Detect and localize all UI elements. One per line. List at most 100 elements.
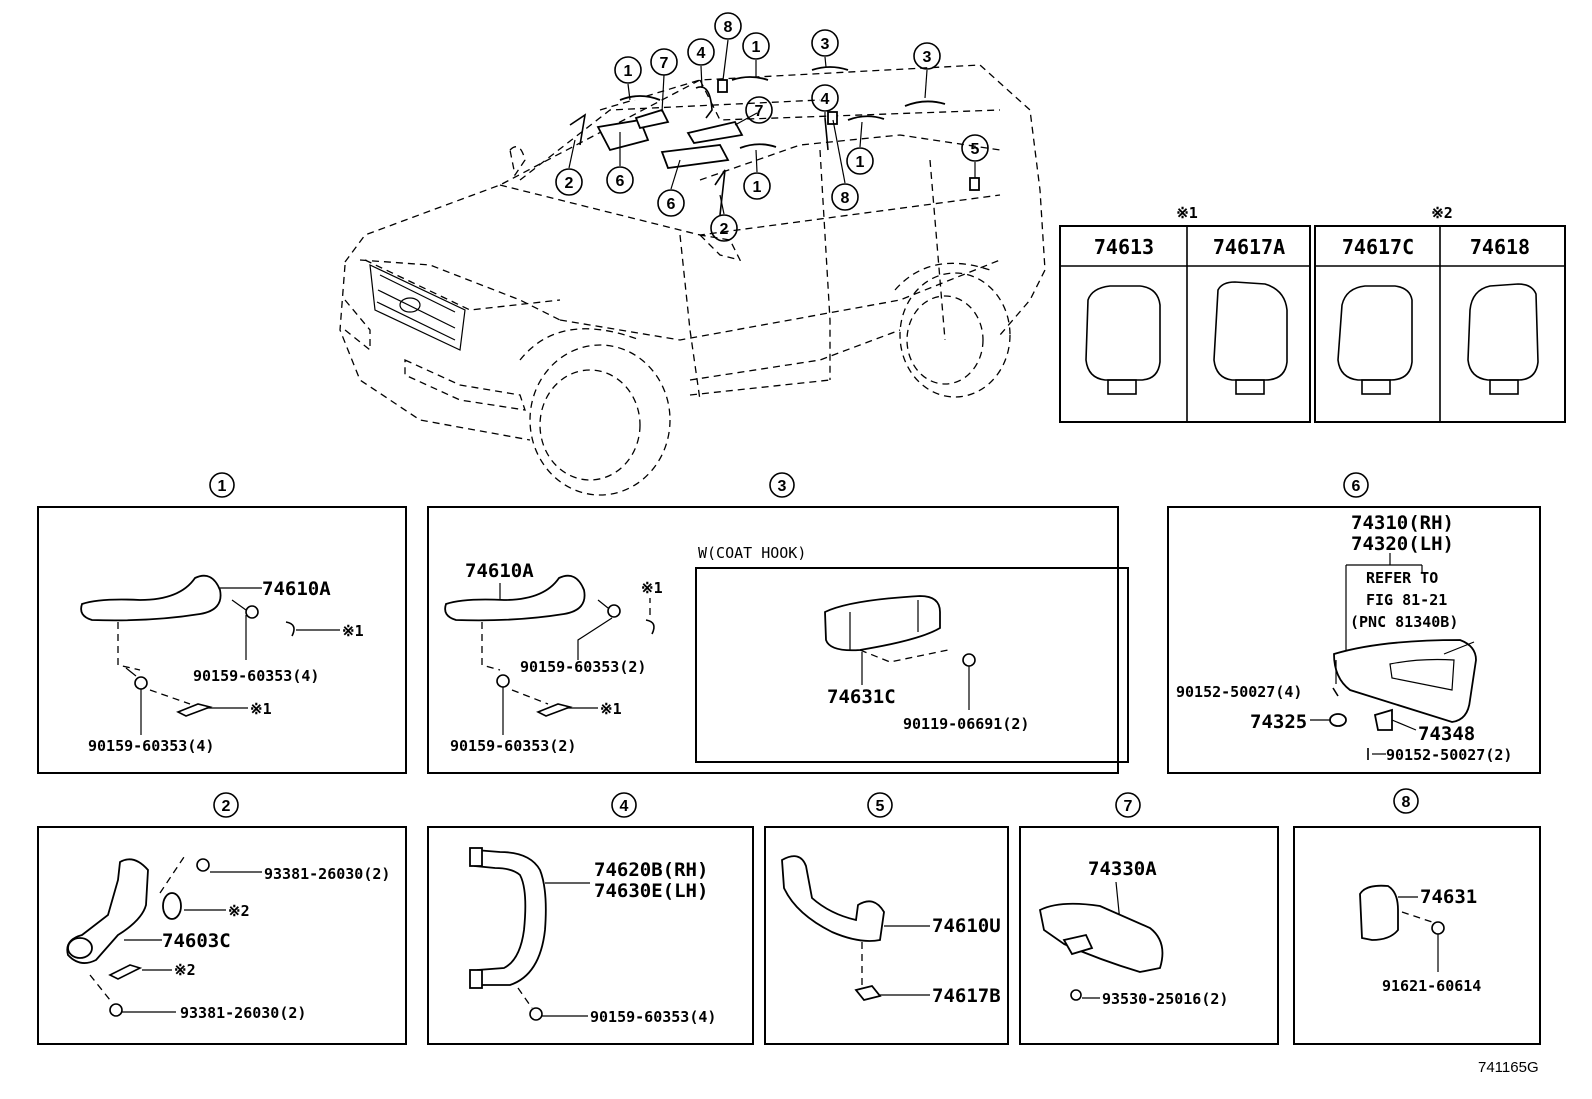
callout-2b: 2 xyxy=(710,214,738,242)
s6-refer-line1: REFER TO xyxy=(1366,569,1438,587)
s3-hook-screw-label: 90119-06691(2) xyxy=(903,715,1029,733)
callout-6a: 6 xyxy=(606,166,634,194)
section-1-number: 1 xyxy=(218,478,227,495)
section-3-number: 3 xyxy=(778,478,787,495)
callout-1d: 1 xyxy=(743,172,771,200)
room-lamp-shape xyxy=(1038,902,1164,973)
section-7-number: 7 xyxy=(1124,798,1133,815)
handle-shape xyxy=(781,855,885,942)
cap-table: ※1 ※2 74613 74617A 74617C 74618 xyxy=(1059,204,1566,423)
cap-74613-shape xyxy=(1085,285,1161,381)
callout-1b: 1 xyxy=(742,32,770,60)
section-6-number: 6 xyxy=(1352,478,1361,495)
cap-74617a-shape xyxy=(1213,281,1288,381)
section-7: 7 74330A 93530-25016(2) xyxy=(1019,792,1279,1045)
callout-3a: 3 xyxy=(811,29,839,57)
s1-cap-top-label: ※1 xyxy=(342,622,364,640)
s6-screw-left-label: 90152-50027(4) xyxy=(1176,683,1302,701)
s6-clip-label: 74325 xyxy=(1250,711,1307,733)
s4-grip-rh-label: 74620B(RH) xyxy=(594,859,708,881)
s3-coat-hook-title: W(COAT HOOK) xyxy=(698,544,806,562)
svg-text:6: 6 xyxy=(667,196,676,213)
callout-1c: 1 xyxy=(846,147,874,175)
svg-text:6: 6 xyxy=(616,173,625,190)
callout-7a: 7 xyxy=(650,48,678,76)
s5-cap-label: 74617B xyxy=(932,985,1001,1007)
s1-cap-bottom-label: ※1 xyxy=(250,700,272,718)
grip-shape xyxy=(474,849,547,986)
assist-grip-shape xyxy=(80,574,222,622)
s3-cap-bottom-label: ※1 xyxy=(600,700,622,718)
group1-mark: ※1 xyxy=(1176,204,1198,222)
hook-shape xyxy=(1359,884,1399,941)
s1-bolt-bottom-label: 90159-60353(4) xyxy=(88,737,214,755)
group2-mark: ※2 xyxy=(1431,204,1453,222)
section-1: 1 74610A 90159-60353(4) ※1 90159-60353(4… xyxy=(37,472,407,774)
s7-screw-label: 93530-25016(2) xyxy=(1102,990,1228,1008)
s2-cap-bottom-label: ※2 xyxy=(174,961,196,979)
section-2-number: 2 xyxy=(222,798,231,815)
vehicle-illustration xyxy=(339,39,1046,496)
cap-74617a-label: 74617A xyxy=(1213,235,1285,259)
svg-text:1: 1 xyxy=(624,63,633,80)
svg-text:1: 1 xyxy=(752,39,761,56)
section-4-number: 4 xyxy=(620,798,629,815)
section-8-number: 8 xyxy=(1402,794,1411,811)
s6-holder-label: 74348 xyxy=(1418,723,1475,745)
svg-text:5: 5 xyxy=(971,141,980,158)
section-4: 4 74620B(RH) 74630E(LH) 90159-60353(4) xyxy=(427,792,754,1045)
s4-grip-lh-label: 74630E(LH) xyxy=(594,880,708,902)
s2-screw-bottom-label: 93381-26030(2) xyxy=(180,1004,306,1022)
svg-text:7: 7 xyxy=(660,55,669,72)
svg-text:4: 4 xyxy=(697,45,706,62)
s5-handle-label: 74610U xyxy=(932,915,1001,937)
svg-text:2: 2 xyxy=(720,221,729,238)
s3-handle-label: 74610A xyxy=(465,560,534,582)
section-8: 8 74631 91621-60614 xyxy=(1293,788,1541,1045)
svg-text:1: 1 xyxy=(753,179,762,196)
coat-hook-shape xyxy=(824,595,941,652)
callout-7b: 7 xyxy=(745,96,773,124)
s3-cap-top-label: ※1 xyxy=(641,579,663,597)
s4-bolt-label: 90159-60353(4) xyxy=(590,1008,716,1026)
assist-grip-shape xyxy=(444,574,586,622)
cap-74618-shape xyxy=(1467,283,1539,381)
callout-4a: 4 xyxy=(687,38,715,66)
svg-text:1: 1 xyxy=(856,154,865,171)
svg-text:2: 2 xyxy=(565,175,574,192)
s8-hook-label: 74631 xyxy=(1420,886,1477,908)
s1-bolt-top-label: 90159-60353(4) xyxy=(193,667,319,685)
s1-handle-label: 74610A xyxy=(262,578,331,600)
callout-1a: 1 xyxy=(614,56,642,84)
cap-74617c-shape xyxy=(1337,285,1413,381)
callout-6b: 6 xyxy=(657,189,685,217)
svg-text:7: 7 xyxy=(755,103,764,120)
s2-handle-label: 74603C xyxy=(162,930,231,952)
s2-screw-top-label: 93381-26030(2) xyxy=(264,865,390,883)
cap-74617c-label: 74617C xyxy=(1342,235,1414,259)
s3-bolt-bottom-label: 90159-60353(2) xyxy=(450,737,576,755)
s6-screw-right-label: 90152-50027(2) xyxy=(1386,746,1512,764)
callout-8b: 8 xyxy=(831,183,859,211)
s6-visor-lh-label: 74320(LH) xyxy=(1351,533,1454,555)
callout-3b: 3 xyxy=(913,42,941,70)
s8-screw-label: 91621-60614 xyxy=(1382,977,1481,995)
s2-cap-top-label: ※2 xyxy=(228,902,250,920)
section-5-number: 5 xyxy=(876,798,885,815)
callout-8a: 8 xyxy=(714,12,742,40)
svg-text:8: 8 xyxy=(841,190,850,207)
cap-74613-label: 74613 xyxy=(1094,235,1154,259)
s6-refer-line2: FIG 81-21 xyxy=(1366,591,1447,609)
section-3: 3 74610A 90159-60353(2) ※1 90159-60353(2… xyxy=(427,472,1129,774)
section-6: 6 74310(RH) 74320(LH) REFER TO FIG 81-21… xyxy=(1167,472,1541,774)
figure-id: 741165G xyxy=(1478,1059,1539,1076)
callout-2a: 2 xyxy=(555,168,583,196)
section-2: 2 93381-26030(2) ※2 74603C ※2 93381-2603… xyxy=(37,792,407,1045)
s6-refer-line3: (PNC 81340B) xyxy=(1350,613,1458,631)
svg-text:8: 8 xyxy=(724,19,733,36)
svg-text:3: 3 xyxy=(923,49,932,66)
s3-hook-label: 74631C xyxy=(827,686,896,708)
s3-bolt-top-label: 90159-60353(2) xyxy=(520,658,646,676)
svg-text:3: 3 xyxy=(821,36,830,53)
